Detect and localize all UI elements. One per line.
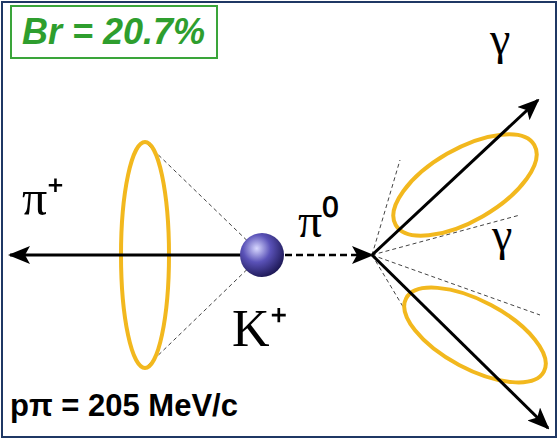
photon-label: γ: [490, 12, 510, 65]
branching-ratio-box: Br = 20.7%: [10, 5, 218, 59]
pion-plus-label: π⁺: [22, 162, 64, 230]
pion-zero-label: π⁰: [298, 186, 339, 251]
branching-ratio-text: Br = 20.7%: [22, 11, 206, 53]
photon-label: γ: [492, 208, 512, 261]
momentum-label: pπ = 205 MeV/c: [10, 388, 238, 424]
kaon-plus-label: K⁺: [232, 290, 288, 361]
